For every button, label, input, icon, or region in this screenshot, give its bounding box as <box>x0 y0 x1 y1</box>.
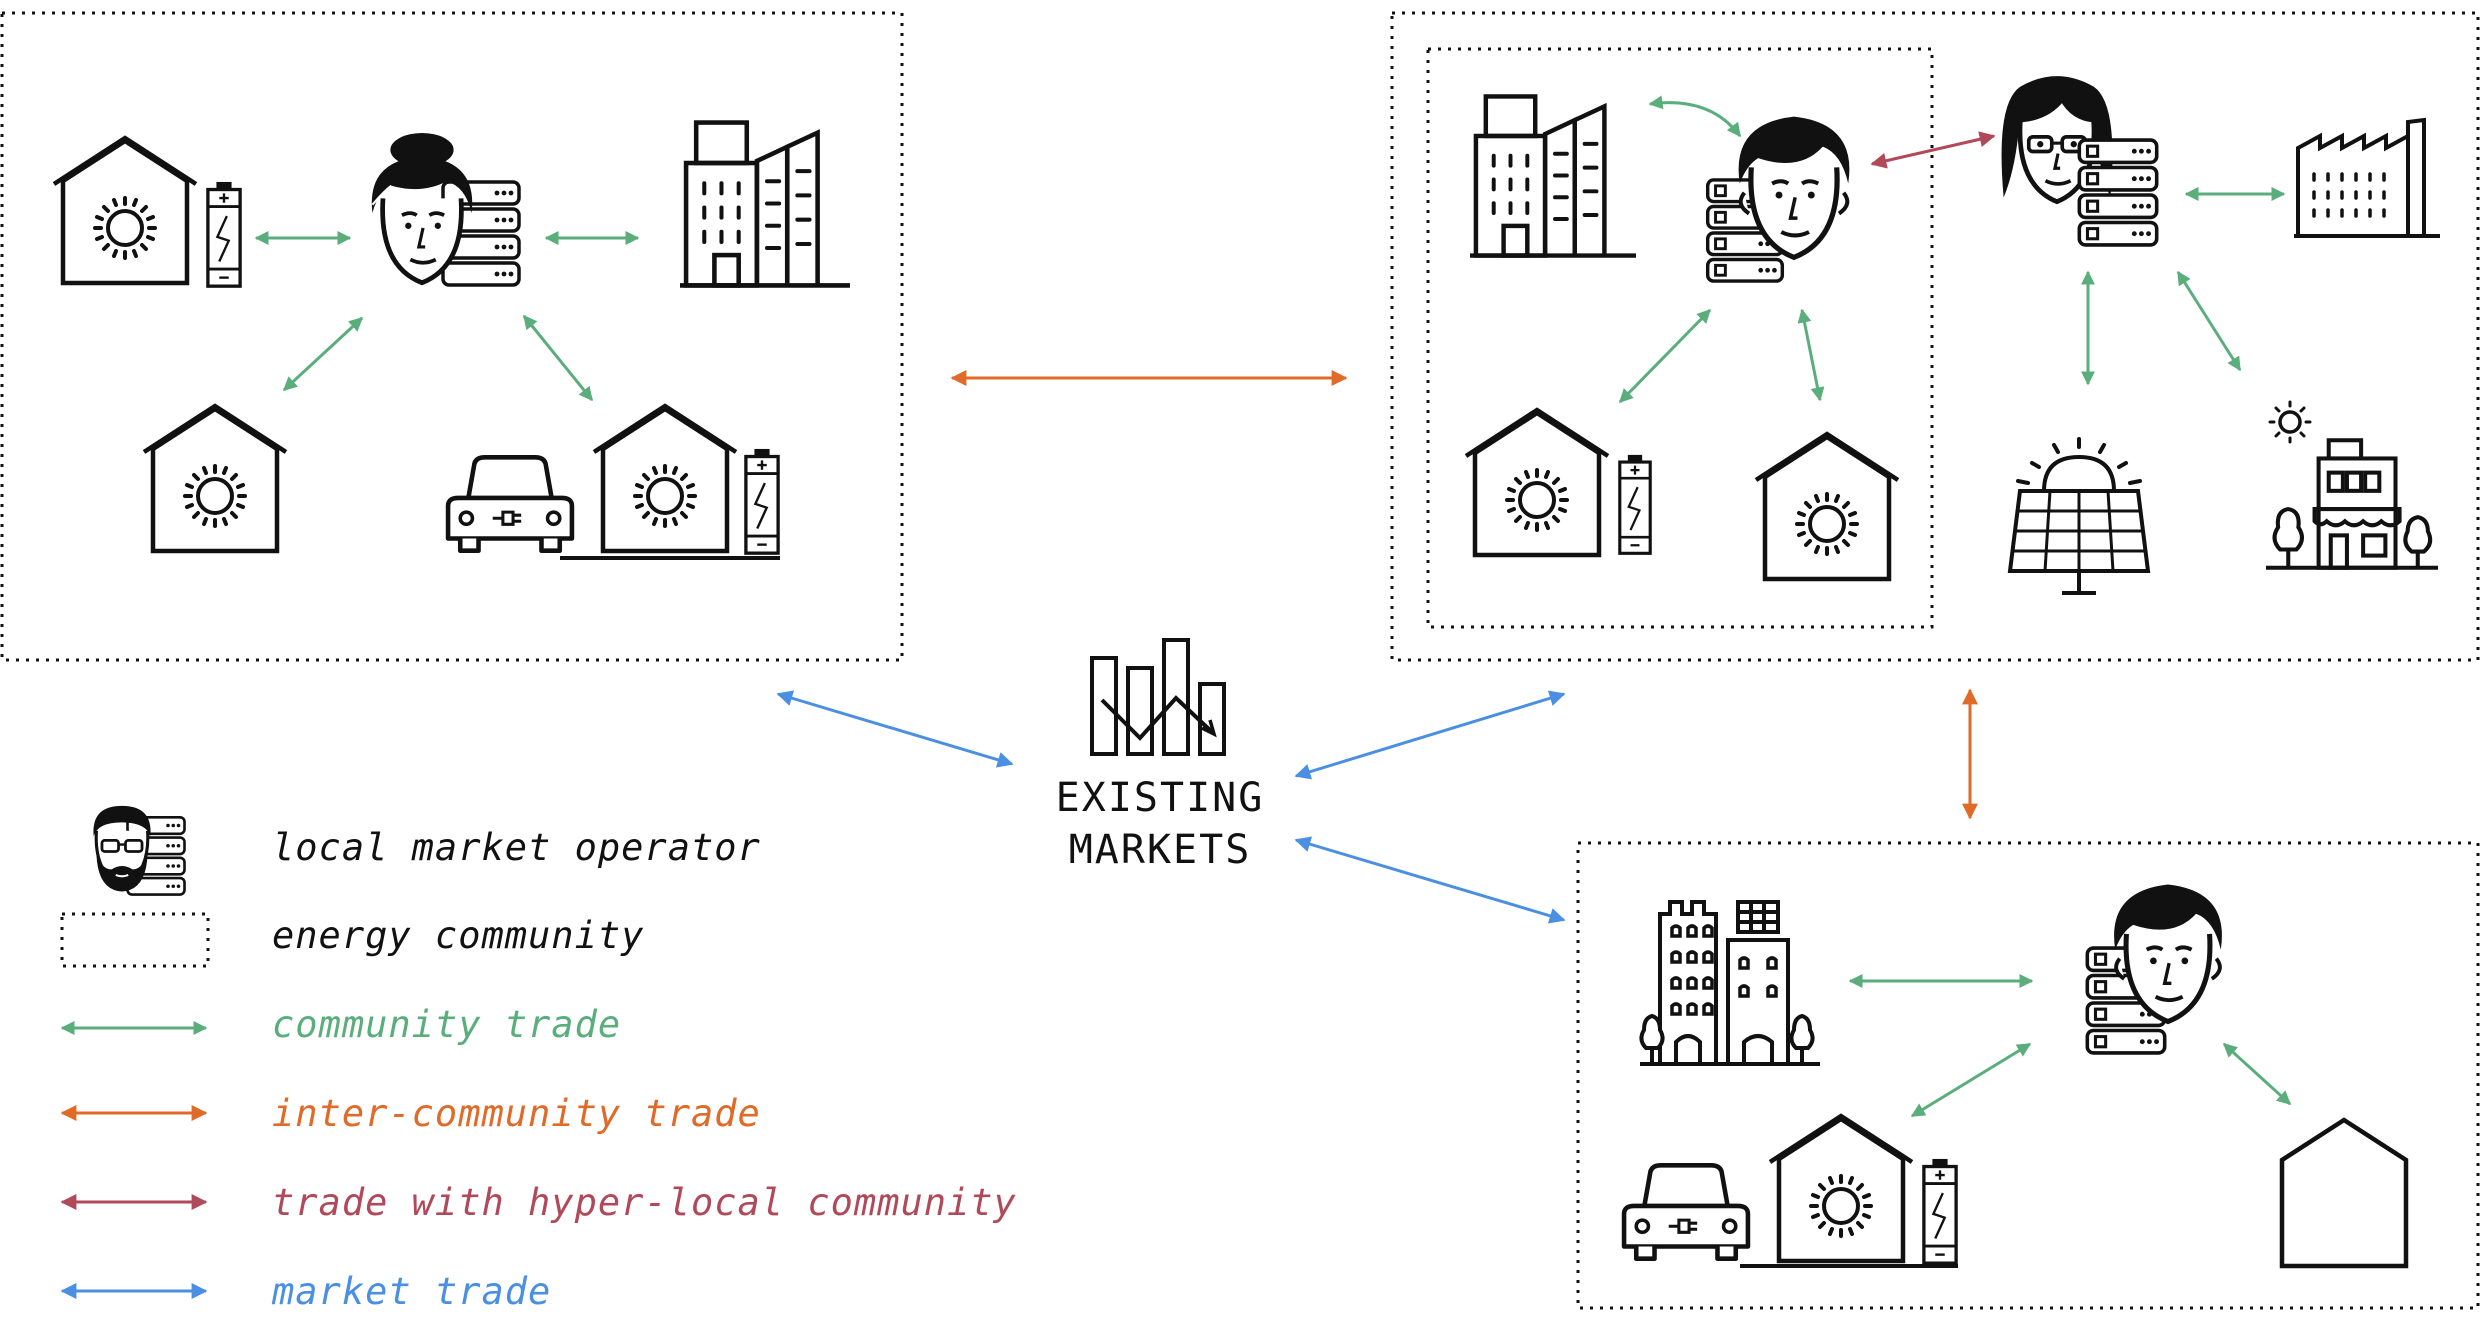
office-building-icon <box>680 123 850 286</box>
hyper-local-trade-arrow <box>1870 131 1996 169</box>
operator-icon <box>372 133 472 283</box>
community-trade-arrow <box>282 316 364 392</box>
legend-hyper-trade-label: trade with hyper-local community <box>272 1181 1017 1224</box>
house-solar-icon <box>594 406 736 551</box>
community-trade-arrow <box>1648 95 1742 138</box>
legend-operator-icon <box>91 804 153 894</box>
sun-icon <box>2268 400 2312 444</box>
server-icon <box>2079 140 2156 245</box>
energy-community-box-bottom-right <box>1576 841 2480 1310</box>
existing-markets-line2: MARKETS <box>1068 827 1252 873</box>
house-solar-icon <box>1756 434 1898 579</box>
market-trade-arrow <box>776 690 1014 768</box>
market-trade-arrow <box>1294 836 1566 924</box>
battery-icon <box>744 447 780 555</box>
market-trade-arrow <box>1294 690 1566 780</box>
electric-car-icon <box>448 457 572 550</box>
house-solar-icon <box>1466 410 1608 555</box>
legend-community-box <box>60 912 210 968</box>
office-building-icon <box>1470 96 1636 255</box>
shop-icon <box>2266 440 2438 567</box>
community-trade-arrow <box>2176 270 2242 372</box>
hyper-local-community-box <box>1426 47 1934 629</box>
market-chart-icon <box>1090 638 1226 756</box>
legend-operator-label: local market operator <box>272 826 761 869</box>
legend-community-trade-label: community trade <box>272 1003 622 1046</box>
community-trade-arrow <box>1618 308 1712 404</box>
community-trade-arrow <box>2222 1042 2292 1106</box>
legend-community-label: energy community <box>272 914 645 957</box>
legend-inter-trade-label: inter-community trade <box>272 1092 761 1135</box>
electric-car-icon <box>1624 1165 1748 1258</box>
operator-icon <box>2114 884 2222 1021</box>
house-solar-icon <box>144 406 286 551</box>
energy-community-box-left <box>0 11 904 662</box>
community-trade-arrow <box>1910 1042 2032 1118</box>
house-solar-icon <box>1770 1116 1912 1261</box>
energy-community-box-top-right <box>1390 11 2480 662</box>
legend-market-trade-label: market trade <box>272 1270 552 1313</box>
community-trade-arrow <box>522 314 594 402</box>
battery-icon <box>206 180 242 288</box>
factory-icon <box>2294 120 2440 236</box>
existing-markets-label: EXISTING MARKETS <box>1000 772 1320 876</box>
existing-markets-line1: EXISTING <box>1055 775 1265 821</box>
solar-panel-icon <box>2010 439 2148 593</box>
apartment-building-icon <box>1638 900 1822 1066</box>
battery-icon <box>1922 1157 1958 1265</box>
battery-icon <box>1618 453 1652 556</box>
empty-house-icon <box>2279 1117 2409 1269</box>
community-trade-arrow <box>1797 308 1825 402</box>
house-solar-icon <box>54 138 196 283</box>
